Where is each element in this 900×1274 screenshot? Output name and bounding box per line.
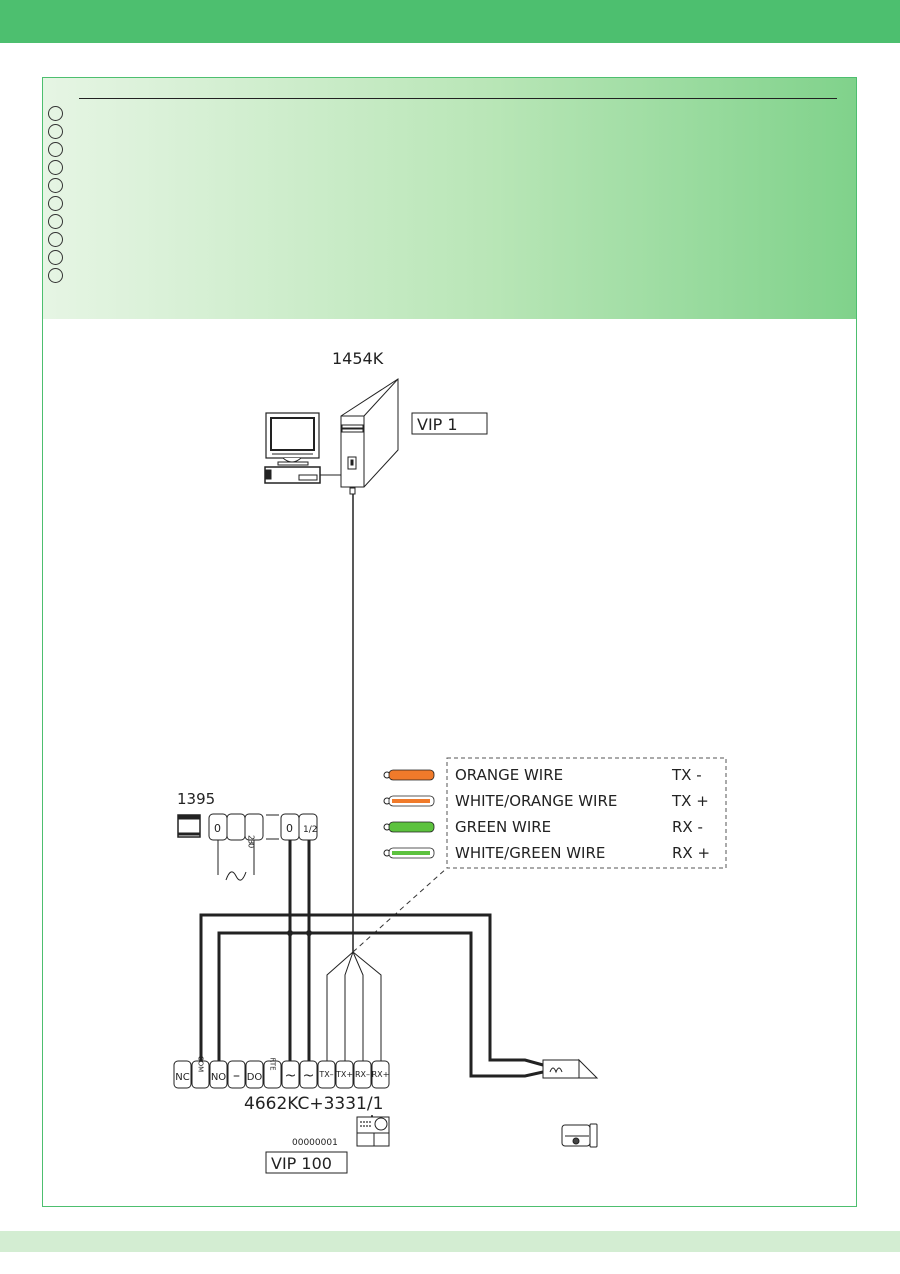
legend-row: GREEN WIRE RX - — [383, 818, 703, 836]
door-lock-icon — [542, 1058, 599, 1079]
legend-row: ORANGE WIRE TX - — [383, 766, 702, 784]
legend-wire-label: WHITE/GREEN WIRE — [455, 844, 605, 862]
circle-marker — [48, 178, 63, 193]
circle-marker — [48, 124, 63, 139]
circle-marker — [48, 196, 63, 211]
legend-pointer — [352, 867, 448, 953]
ac-symbol-icon — [225, 871, 247, 881]
power-terminal-label: 1/2 — [303, 825, 317, 835]
terminal-label: ~ — [285, 1068, 297, 1084]
power-terminal-label: 0 — [286, 822, 293, 835]
wire-swatch-icon — [383, 847, 435, 859]
power-wires — [199, 840, 544, 1078]
terminal-label: NC — [175, 1072, 189, 1083]
legend-wire-label: WHITE/ORANGE WIRE — [455, 792, 617, 810]
server-address-box — [411, 412, 488, 435]
legend-wire-label: ORANGE WIRE — [455, 766, 563, 784]
terminal-label: TX+ — [335, 1070, 353, 1079]
power-supply-model-label: 1395 — [177, 790, 215, 808]
terminal-label: – — [233, 1068, 240, 1084]
circle-marker — [48, 106, 63, 121]
numbered-circles — [48, 106, 63, 286]
wire-swatch-icon — [383, 795, 435, 807]
legend-signal-label: TX + — [671, 792, 709, 810]
header-rule — [79, 98, 837, 99]
terminal-label: RX+ — [372, 1070, 390, 1079]
terminal-label: RX– — [355, 1070, 370, 1079]
terminal-block — [245, 1060, 264, 1089]
wire-swatch-icon — [383, 769, 435, 781]
electric-lock-icon — [561, 1123, 598, 1148]
top-banner — [0, 0, 900, 43]
terminal-block — [173, 1060, 192, 1089]
terminal-label: RTE — [269, 1057, 277, 1070]
terminal-label: DO — [247, 1072, 263, 1083]
legend-signal-label: RX + — [672, 844, 710, 862]
entrance-panel-icon — [356, 1115, 390, 1147]
legend-row: WHITE/ORANGE WIRE TX + — [383, 792, 709, 810]
terminal-block — [371, 1060, 390, 1089]
page-frame — [42, 77, 857, 1207]
cable-fanout — [326, 951, 382, 1062]
bottom-banner — [0, 1231, 900, 1252]
legend-signal-label: TX - — [671, 766, 702, 784]
circle-marker — [48, 142, 63, 157]
panel-address-label: VIP 100 — [271, 1154, 332, 1173]
server-address-label: VIP 1 — [417, 415, 458, 434]
terminal-label: TX– — [318, 1070, 333, 1079]
legend-row: WHITE/GREEN WIRE RX + — [383, 844, 710, 862]
terminal-label: ~ — [303, 1068, 315, 1084]
terminal-block — [209, 1060, 228, 1089]
server-model-label: 1454K — [332, 349, 384, 368]
junction-dot — [306, 930, 312, 936]
terminal-block — [299, 1060, 318, 1089]
circle-marker — [48, 214, 63, 229]
wire-swatch-icon — [383, 821, 435, 833]
junction-dot — [287, 930, 293, 936]
terminal-block — [227, 1060, 246, 1089]
panel-code-label: 00000001 — [292, 1138, 338, 1148]
wire-legend-box — [446, 757, 727, 869]
terminal-block — [191, 1060, 210, 1089]
circle-marker — [48, 232, 63, 247]
panel-model-label: 4662KC+3331/1 — [244, 1094, 383, 1114]
din-module-icon — [177, 814, 201, 838]
power-terminal-label: 0 — [214, 822, 221, 835]
terminal-label: COM — [197, 1056, 205, 1072]
power-terminals — [208, 813, 318, 841]
terminal-block — [317, 1060, 336, 1089]
circle-marker — [48, 250, 63, 265]
header-panel — [43, 78, 856, 319]
terminal-block — [263, 1060, 282, 1089]
circle-marker — [48, 268, 63, 283]
power-terminal-label: 230 — [247, 835, 256, 848]
legend-wire-label: GREEN WIRE — [455, 818, 551, 836]
mains-input — [217, 840, 255, 881]
terminal-block — [335, 1060, 354, 1089]
pc-icon — [264, 412, 321, 484]
wire-legend: ORANGE WIRE TX - WHITE/ORANGE WIRE TX + … — [383, 766, 710, 862]
circle-marker — [48, 160, 63, 175]
legend-signal-label: RX - — [672, 818, 703, 836]
panel-address-box — [265, 1151, 348, 1174]
terminal-label: NO — [211, 1072, 226, 1083]
terminal-block — [281, 1060, 300, 1089]
server-icon — [340, 378, 399, 495]
terminal-block — [353, 1060, 372, 1089]
